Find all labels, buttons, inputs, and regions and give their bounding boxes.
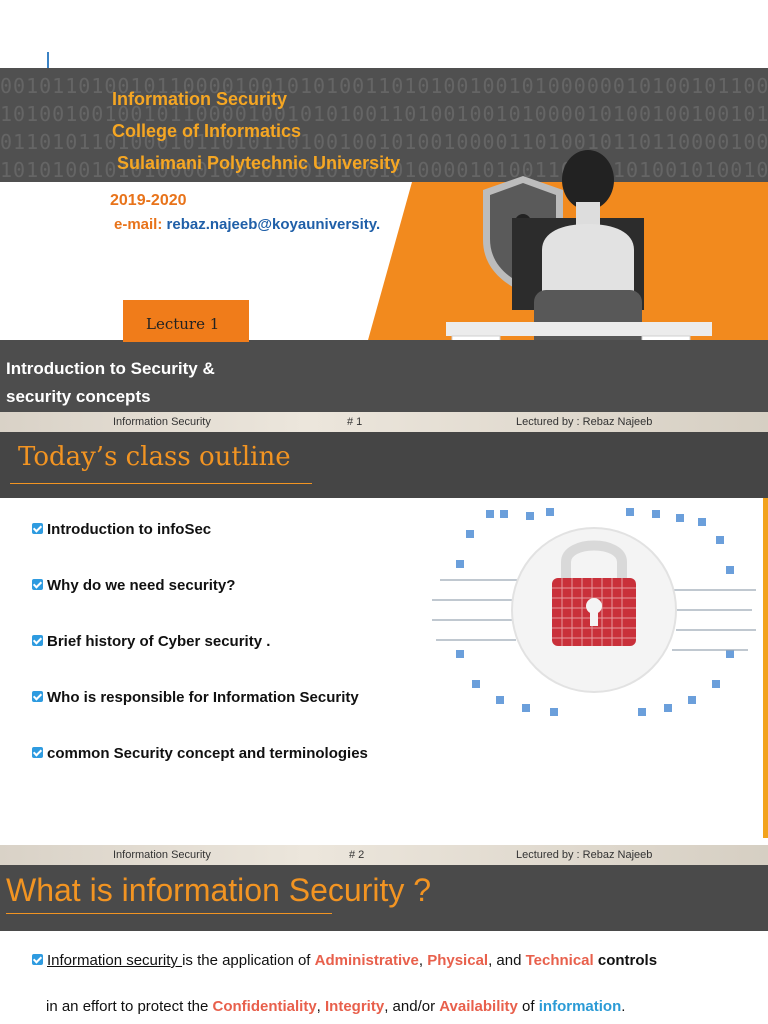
keyword-physical: Physical — [427, 952, 489, 969]
list-item: Introduction to infoSec — [32, 521, 211, 538]
list-item-text: Brief history of Cyber security . — [47, 633, 271, 650]
keyword-availability: Availability — [439, 998, 518, 1015]
list-item: Who is responsible for Information Secur… — [32, 689, 359, 706]
list-item-text: Who is responsible for Information Secur… — [47, 689, 359, 706]
keyword-integrity: Integrity — [325, 998, 385, 1015]
slide2-header — [0, 432, 768, 498]
footer-lecturer: Lectured by : Rebaz Najeeb — [516, 416, 653, 428]
padlock-illustration — [432, 508, 756, 716]
paragraph-text: , — [316, 998, 326, 1015]
list-item: Why do we need security? — [32, 577, 235, 594]
pixel-grid — [456, 508, 734, 716]
paragraph-text: . — [621, 998, 626, 1015]
keyword-technical: Technical — [525, 952, 594, 969]
binary-row: 0010110100101100001001010100110101001001… — [0, 74, 768, 98]
check-bullet-icon — [32, 523, 43, 534]
definition-paragraph-continued: in an effort to protect the Confidential… — [46, 998, 625, 1015]
footer-course: Information Security — [113, 849, 211, 861]
list-item-text: Why do we need security? — [47, 577, 236, 594]
slide1-top-margin — [0, 0, 768, 68]
check-bullet-icon — [32, 635, 43, 646]
keyword-information: information — [538, 998, 622, 1015]
binary-row: 1010100101010000100101001010010100001010… — [0, 158, 768, 182]
email-row: e-mail: rebaz.najeeb@koyauniversity. — [114, 216, 380, 233]
slide2-title: Today’s class outline — [18, 442, 291, 472]
term-information-security: Information security — [47, 952, 183, 969]
paragraph-text: , and/or — [384, 998, 440, 1015]
paragraph-text: , and — [488, 952, 526, 969]
lecture-title-line: security concepts — [6, 387, 151, 406]
lecture-title-line: Introduction to Security & — [6, 359, 215, 378]
slide3-header — [0, 865, 768, 931]
email-label: e-mail: — [114, 216, 163, 233]
course-title: Information Security — [112, 89, 288, 109]
slide1-dark-band — [0, 340, 768, 412]
check-bullet-icon — [32, 579, 43, 590]
footer-page-number: # 1 — [347, 416, 363, 428]
keyword-confidentiality: Confidentiality — [212, 998, 317, 1015]
slide3-title: What is information Security ? — [6, 872, 432, 908]
check-bullet-icon — [32, 747, 43, 758]
text-cursor-mark — [47, 52, 49, 68]
slide-footer: Information Security # 1 Lectured by : R… — [0, 412, 768, 434]
lecture-label-box — [123, 300, 249, 342]
desk-top — [446, 322, 712, 336]
paragraph-text: of — [517, 998, 539, 1015]
keyword-administrative: Administrative — [314, 952, 419, 969]
keyword-controls: controls — [593, 952, 658, 969]
paragraph-text: in an effort to protect the — [46, 998, 213, 1015]
title-underline — [10, 483, 312, 484]
check-bullet-icon — [32, 691, 43, 702]
list-item-text: Introduction to infoSec — [47, 521, 212, 538]
list-item-text: common Security concept and terminologie… — [47, 745, 368, 762]
definition-paragraph: Information security is the application … — [32, 952, 657, 969]
academic-year: 2019-2020 — [110, 192, 187, 209]
title-underline — [6, 913, 332, 914]
list-item: common Security concept and terminologie… — [32, 745, 368, 762]
binary-row: 1010010010010110000100101010011010010010… — [0, 102, 768, 126]
footer-lecturer: Lectured by : Rebaz Najeeb — [516, 849, 653, 861]
lecture-number: Lecture 1 — [146, 315, 220, 333]
paragraph-text: is the application of — [182, 952, 315, 969]
slide1-white-area — [0, 182, 420, 302]
circuit-lines — [432, 579, 756, 651]
email-address[interactable]: rebaz.najeeb@koyauniversity. — [166, 216, 381, 233]
binary-row: 0110101101000101101011010010010100100001… — [0, 130, 768, 154]
college-name: College of Informatics — [112, 121, 302, 141]
university-name: Sulaimani Polytechnic University — [117, 153, 401, 173]
binary-banner: 0010110100101100001001010100110101001001… — [0, 68, 768, 182]
list-item: Brief history of Cyber security . — [32, 633, 270, 650]
footer-page-number: # 2 — [349, 849, 365, 861]
accent-bar — [763, 498, 768, 838]
padlock-icon — [552, 540, 636, 646]
slide-footer: Information Security # 2 Lectured by : R… — [0, 845, 768, 867]
footer-course: Information Security — [113, 416, 211, 428]
check-bullet-icon — [32, 954, 43, 965]
paragraph-text: , — [418, 952, 428, 969]
lecture-title: Introduction to Security & security conc… — [6, 355, 266, 411]
